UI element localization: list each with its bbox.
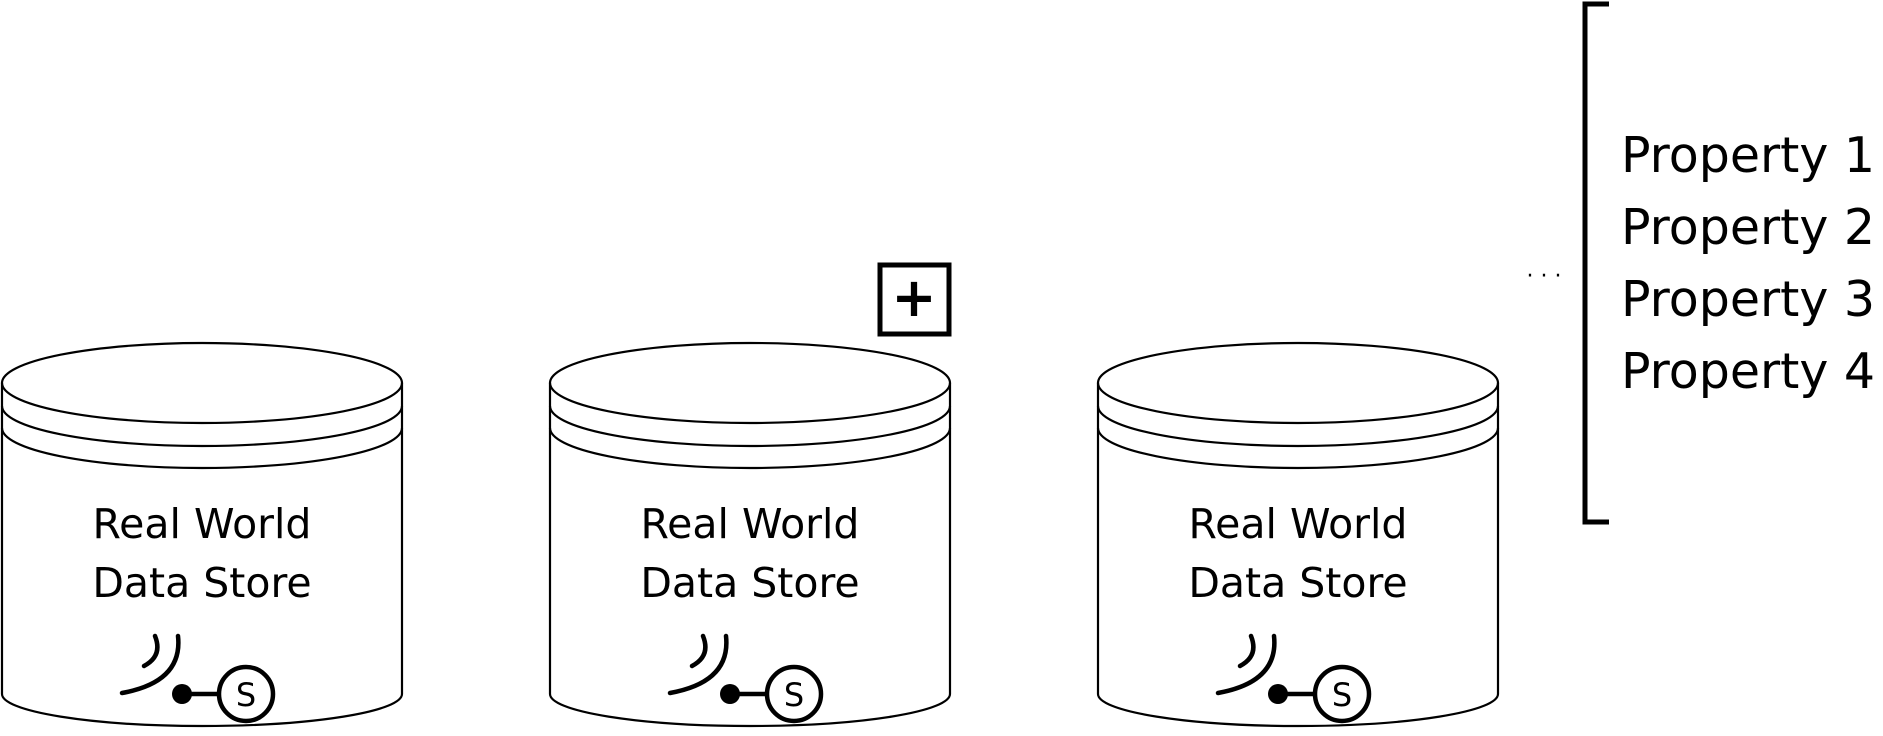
datastore-label-line1: Real World <box>1189 500 1408 548</box>
sensor-badge-letter: S <box>1332 676 1352 714</box>
add-button[interactable]: + <box>877 262 952 337</box>
property-list: Property 1 Property 2 Property 3 Propert… <box>1621 127 1875 400</box>
sensor-badge-letter: S <box>784 676 804 714</box>
plus-icon: + <box>891 266 936 329</box>
sensor-link-icon <box>720 684 767 704</box>
sensor-badge-letter: S <box>236 676 256 714</box>
property-item-1: Property 1 <box>1621 127 1875 184</box>
signal-waves-icon <box>1215 633 1277 696</box>
datastore-label-line2: Data Store <box>640 559 859 607</box>
property-item-2: Property 2 <box>1621 199 1875 256</box>
sensor-badge-icon: S <box>1312 664 1372 724</box>
sensor-link-icon <box>1268 684 1315 704</box>
property-bracket <box>1582 1 1609 525</box>
signal-waves-icon <box>667 633 729 696</box>
datastore-label-line2: Data Store <box>1188 559 1407 607</box>
signal-waves-icon <box>119 633 181 696</box>
sensor-link-icon <box>172 684 219 704</box>
datastore-1[interactable]: Real World Data Store S <box>0 341 404 728</box>
sensor-badge-icon: S <box>216 664 276 724</box>
ellipsis-indicator: · · · <box>1527 264 1562 289</box>
property-item-3: Property 3 <box>1621 271 1875 328</box>
datastore-2[interactable]: Real World Data Store S <box>548 341 952 728</box>
datastore-label-line1: Real World <box>641 500 860 548</box>
sensor-badge-icon: S <box>764 664 824 724</box>
datastore-label-line1: Real World <box>93 500 312 548</box>
datastore-3[interactable]: Real World Data Store S <box>1096 341 1500 728</box>
property-item-4: Property 4 <box>1621 343 1875 400</box>
datastore-label-line2: Data Store <box>92 559 311 607</box>
